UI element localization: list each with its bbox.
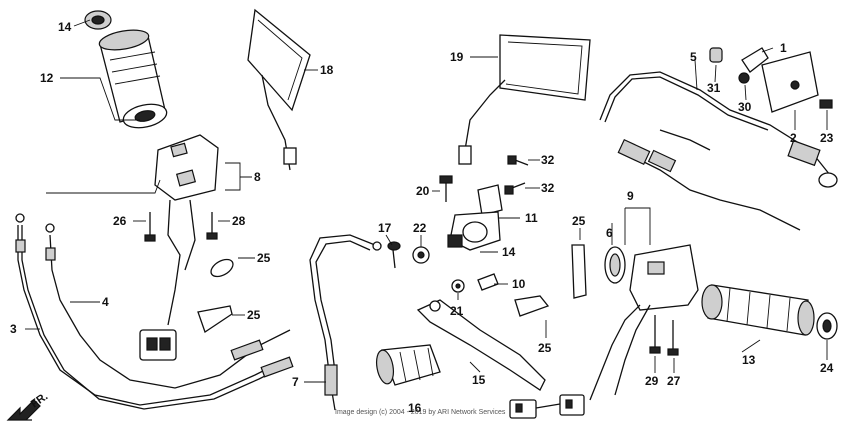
ring-part-6: [604, 246, 626, 284]
grip-end-part-14: [816, 312, 838, 340]
callout-16: 15: [472, 373, 486, 387]
callout-25-left-lower: 25: [247, 308, 261, 322]
callout-9: 9: [627, 189, 634, 203]
callout-21: 23: [820, 131, 834, 145]
screws-27-29: [649, 315, 679, 356]
callout-26: 26: [113, 214, 127, 228]
callout-32-lower: 32: [541, 181, 555, 195]
bolts-18-22-23-24: [387, 155, 529, 293]
callout-25-right: 25: [572, 214, 586, 228]
callout-4: 4: [102, 295, 109, 309]
switch-housing-part-8: [139, 134, 219, 361]
throttle-cables-part-3-4: [15, 213, 294, 410]
band-25-left: [197, 258, 234, 334]
callout-28: 28: [232, 214, 246, 228]
callout-31: 31: [707, 81, 721, 95]
callout-22: 20: [416, 184, 430, 198]
callout-25-left-upper: 25: [257, 251, 271, 265]
callout-18: 17: [378, 221, 392, 235]
callout-2: 2: [790, 131, 797, 145]
grip-part-13: [701, 284, 815, 336]
wire-harness-part-5: [599, 71, 838, 231]
grip-part-17: [375, 344, 441, 386]
callout-27: 27: [667, 374, 681, 388]
callout-3: 3: [10, 322, 17, 336]
callout-10: 10: [512, 277, 526, 291]
callout-6: 6: [606, 226, 613, 240]
callout-32-upper: 32: [541, 153, 555, 167]
callout-25-center: 25: [538, 341, 552, 355]
callout-17: 16: [408, 401, 422, 415]
switch-housing-part-9: [509, 244, 699, 419]
mirror-part-19: [247, 8, 311, 171]
switch-part-1-2: [709, 47, 833, 113]
throttle-grip-part-12: [84, 10, 168, 129]
callout-5: 5: [690, 50, 697, 64]
callout-19: 18: [320, 63, 334, 77]
callout-12: 12: [40, 71, 54, 85]
mirror-part-20: [458, 34, 591, 165]
callout-11: 11: [525, 211, 538, 225]
leader-lines: [25, 19, 828, 383]
callout-29: 29: [645, 374, 659, 388]
callout-1: 1: [780, 41, 787, 55]
callout-7: 7: [292, 375, 299, 389]
clutch-cable-part-7: [309, 234, 382, 411]
lever-bracket-part-11-15: [447, 184, 503, 251]
copyright-text: Image design (c) 2004 - 2019 by ARI Netw…: [335, 409, 506, 416]
callout-14-right: 24: [820, 361, 834, 375]
front-direction-indicator: FR.: [6, 390, 50, 421]
callout-15: 14: [502, 245, 516, 259]
callout-20: 19: [450, 50, 464, 64]
callout-30: 30: [738, 100, 752, 114]
callout-14-top: 14: [58, 20, 72, 34]
callout-23: 21: [450, 304, 464, 318]
callout-24: 22: [413, 221, 427, 235]
callout-13: 13: [742, 353, 756, 367]
lever-part-16: [416, 299, 546, 391]
band-25-center: [514, 295, 550, 317]
band-25-right: [571, 244, 587, 299]
callout-labels: 14 12 8 26 28 25 25 3 4 18 7 19 17 22 20…: [10, 20, 834, 415]
screws-26-28: [144, 212, 218, 242]
callout-8: 8: [254, 170, 261, 184]
